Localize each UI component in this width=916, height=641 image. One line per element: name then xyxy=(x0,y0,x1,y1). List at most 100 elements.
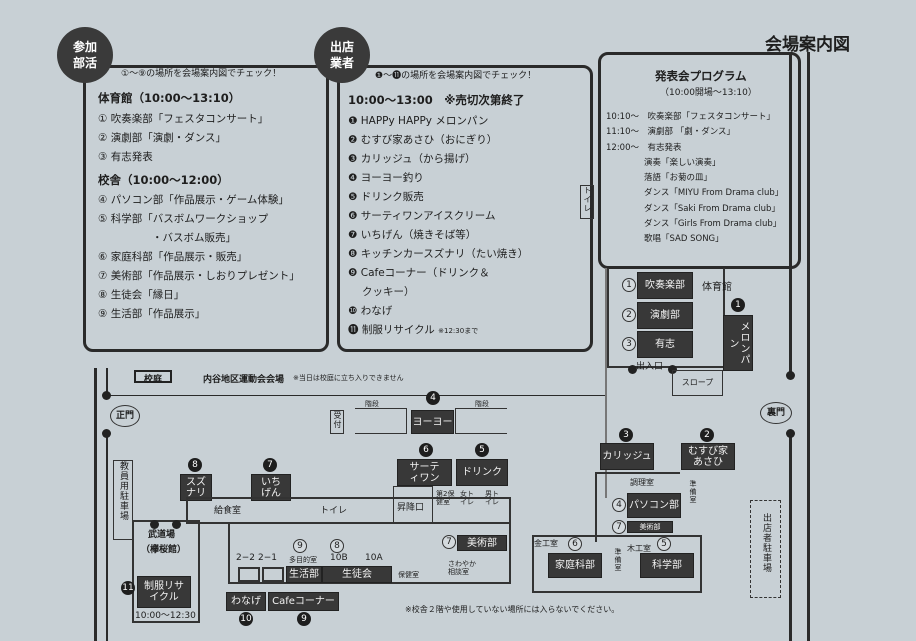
list-item: ❺ ドリンク販売 xyxy=(348,191,424,203)
program-subtitle: （10:00開場〜13:10） xyxy=(660,88,757,98)
wanage-booth[interactable]: わなげ xyxy=(226,592,266,611)
wood-label: 木工室 xyxy=(627,544,651,553)
dojo xyxy=(132,520,200,623)
yoyo-booth[interactable]: ヨーヨー xyxy=(411,410,454,434)
brass-booth[interactable]: 吹奏楽部 xyxy=(637,272,693,299)
metal-label: 金工室 xyxy=(534,539,558,548)
map-title: 会場案内図 xyxy=(765,35,850,55)
list-item: ・バスボム販売」 xyxy=(152,232,236,244)
home-ec-booth[interactable]: 家庭科部 xyxy=(548,553,602,578)
marker-1-club: 1 xyxy=(622,278,636,292)
nurse2-label: 第2保健室 xyxy=(436,490,455,506)
program-row: 落語「お菊の皿」 xyxy=(644,173,713,184)
list-item: ④ パソコン部「作品展示・ゲーム体験」 xyxy=(98,194,289,206)
list-item: ⑨ 生活部「作品展示」 xyxy=(98,308,206,320)
drama-booth[interactable]: 演劇部 xyxy=(637,302,693,329)
stairs xyxy=(455,408,507,434)
list-item: ❽ キッチンカースズナリ（たい焼き） xyxy=(348,248,529,260)
marker-9-club: 9 xyxy=(293,539,307,553)
vendor-parking: 出店者駐車場 xyxy=(750,500,781,598)
marker-2-club: 2 xyxy=(622,308,636,322)
room-2-2: 2−2 xyxy=(236,553,255,563)
program-row: 10:10〜 吹奏楽部「フェスタコンサート」 xyxy=(606,112,775,122)
volunteer-booth[interactable]: 有志 xyxy=(637,331,693,358)
prep-label: 準備室 xyxy=(689,480,697,504)
gate-post xyxy=(102,429,111,438)
gym-entrance-label: 出入口 xyxy=(636,362,664,372)
vendors-heading: 10:00〜13:00 ※売切次第終了 xyxy=(348,93,525,107)
door xyxy=(172,520,181,529)
list-item: ⑦ 美術部「作品展示・しおりプレゼント」 xyxy=(98,270,300,282)
clubs-note: ①〜⑨の場所を会場案内図でチェック！ xyxy=(121,69,282,79)
program-row: 12:00〜 有志発表 xyxy=(606,142,682,153)
art-booth-annex[interactable]: 美術部 xyxy=(627,521,673,533)
list-item: クッキー） xyxy=(362,286,415,298)
marker-6: 6 xyxy=(419,443,433,457)
marker-7: 7 xyxy=(263,458,277,472)
toilet-f-label: 女トイレ xyxy=(460,490,474,506)
list-item: ② 演劇部「演劇・ダンス」 xyxy=(98,132,227,144)
program-row: 11:10〜 演劇部 「劇・ダンス」 xyxy=(606,127,736,138)
pc-booth[interactable]: パソコン部 xyxy=(627,493,681,518)
kitchen-label: 給食室 xyxy=(214,506,242,516)
path-line xyxy=(605,268,607,498)
gate-post xyxy=(102,391,111,400)
multi-room: 多目的室 xyxy=(289,556,317,564)
wall-line xyxy=(789,433,792,641)
science-booth[interactable]: 科学部 xyxy=(640,553,694,578)
karijju-booth[interactable]: カリッジュ xyxy=(600,443,654,470)
clubs-badge: 参加部活 xyxy=(57,27,113,83)
program-panel xyxy=(598,52,801,269)
thirtyone-booth[interactable]: サーティワン xyxy=(397,459,452,486)
toilet-label: トイレ xyxy=(320,506,348,516)
marker-5-club: 5 xyxy=(657,537,671,551)
clubs-list: 体育館（10:00〜13:10） ① 吹奏楽部「フェスタコンサート」 ② 演劇部… xyxy=(98,90,300,324)
uniform-booth[interactable]: 制服リサイクル xyxy=(137,576,191,608)
musubiya-booth[interactable]: むすび家あさひ xyxy=(681,443,735,470)
marker-7-club-annex: 7 xyxy=(612,520,626,534)
list-item: ⑤ 科学部「バスボムワークショップ xyxy=(98,213,269,225)
list-item: ⑥ 家庭科部「作品展示・販売」 xyxy=(98,251,248,263)
badge-text: 業者 xyxy=(329,56,354,70)
program-title: 発表会プログラム xyxy=(655,69,747,83)
wall-line xyxy=(807,52,810,641)
item-label: ⓫ 制服リサイクル xyxy=(348,324,435,336)
melonpan-booth[interactable]: メロンパン xyxy=(723,315,753,371)
suzunari-booth[interactable]: スズナリ xyxy=(180,474,212,501)
drink-booth[interactable]: ドリンク xyxy=(456,459,508,486)
marker-5: 5 xyxy=(475,443,489,457)
clubs-panel xyxy=(83,65,329,352)
school-heading: 校舎（10:00〜12:00） xyxy=(98,173,229,187)
marker-7-club: 7 xyxy=(442,535,456,549)
room-10a: 10A xyxy=(365,553,383,563)
gym-heading: 体育館（10:00〜13:10） xyxy=(98,91,241,105)
wall-line xyxy=(94,368,97,641)
marker-6-club: 6 xyxy=(568,537,582,551)
gym-label: 体育館 xyxy=(702,282,732,293)
seitokai-booth[interactable]: 生徒会 xyxy=(322,566,392,583)
list-item: ⑧ 生徒会「縁日」 xyxy=(98,289,185,301)
art-booth[interactable]: 美術部 xyxy=(457,535,507,551)
cooking-label: 調理室 xyxy=(630,478,654,487)
toilet-label-top: トイレ xyxy=(580,185,594,219)
door xyxy=(668,365,677,374)
badge-text: 出店 xyxy=(329,40,354,54)
room-2-1: 2−1 xyxy=(258,553,277,563)
marker-8: 8 xyxy=(188,458,202,472)
list-item: ❶ HAPPy HAPPy メロンパン xyxy=(348,115,489,127)
list-item: ③ 有志発表 xyxy=(98,151,153,163)
stairs-label: 階段 xyxy=(365,400,379,408)
seikatsu-booth[interactable]: 生活部 xyxy=(286,566,322,583)
annex-building xyxy=(595,472,680,542)
list-item: ❹ ヨーヨー釣り xyxy=(348,172,424,184)
badge-text: 参加 xyxy=(72,40,97,54)
room-10b: 10B xyxy=(330,553,348,563)
program-row: 演奏「楽しい演奏」 xyxy=(644,157,721,168)
sports-venue-label: 内谷地区運動会会場 xyxy=(203,375,285,385)
cafe-booth[interactable]: Cafeコーナー xyxy=(268,592,339,611)
ichigen-booth[interactable]: いちげん xyxy=(251,474,291,501)
door xyxy=(150,520,159,529)
wall-line xyxy=(107,395,607,396)
marker-2: 2 xyxy=(700,428,714,442)
booth-2-2 xyxy=(238,567,260,582)
